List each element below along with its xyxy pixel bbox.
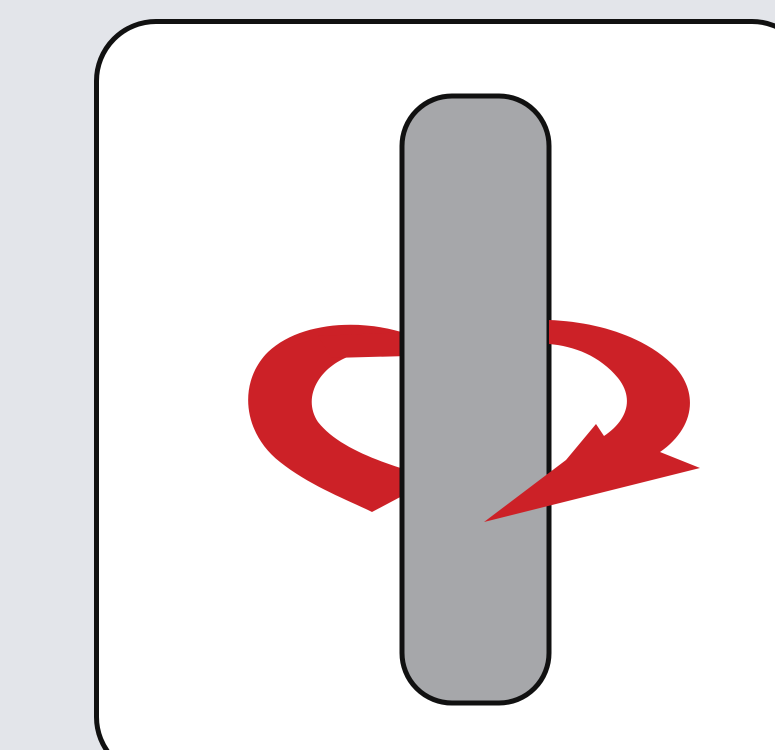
rotate-arrow-tail-tip <box>318 332 408 358</box>
vertical-knob-icon <box>402 96 549 703</box>
